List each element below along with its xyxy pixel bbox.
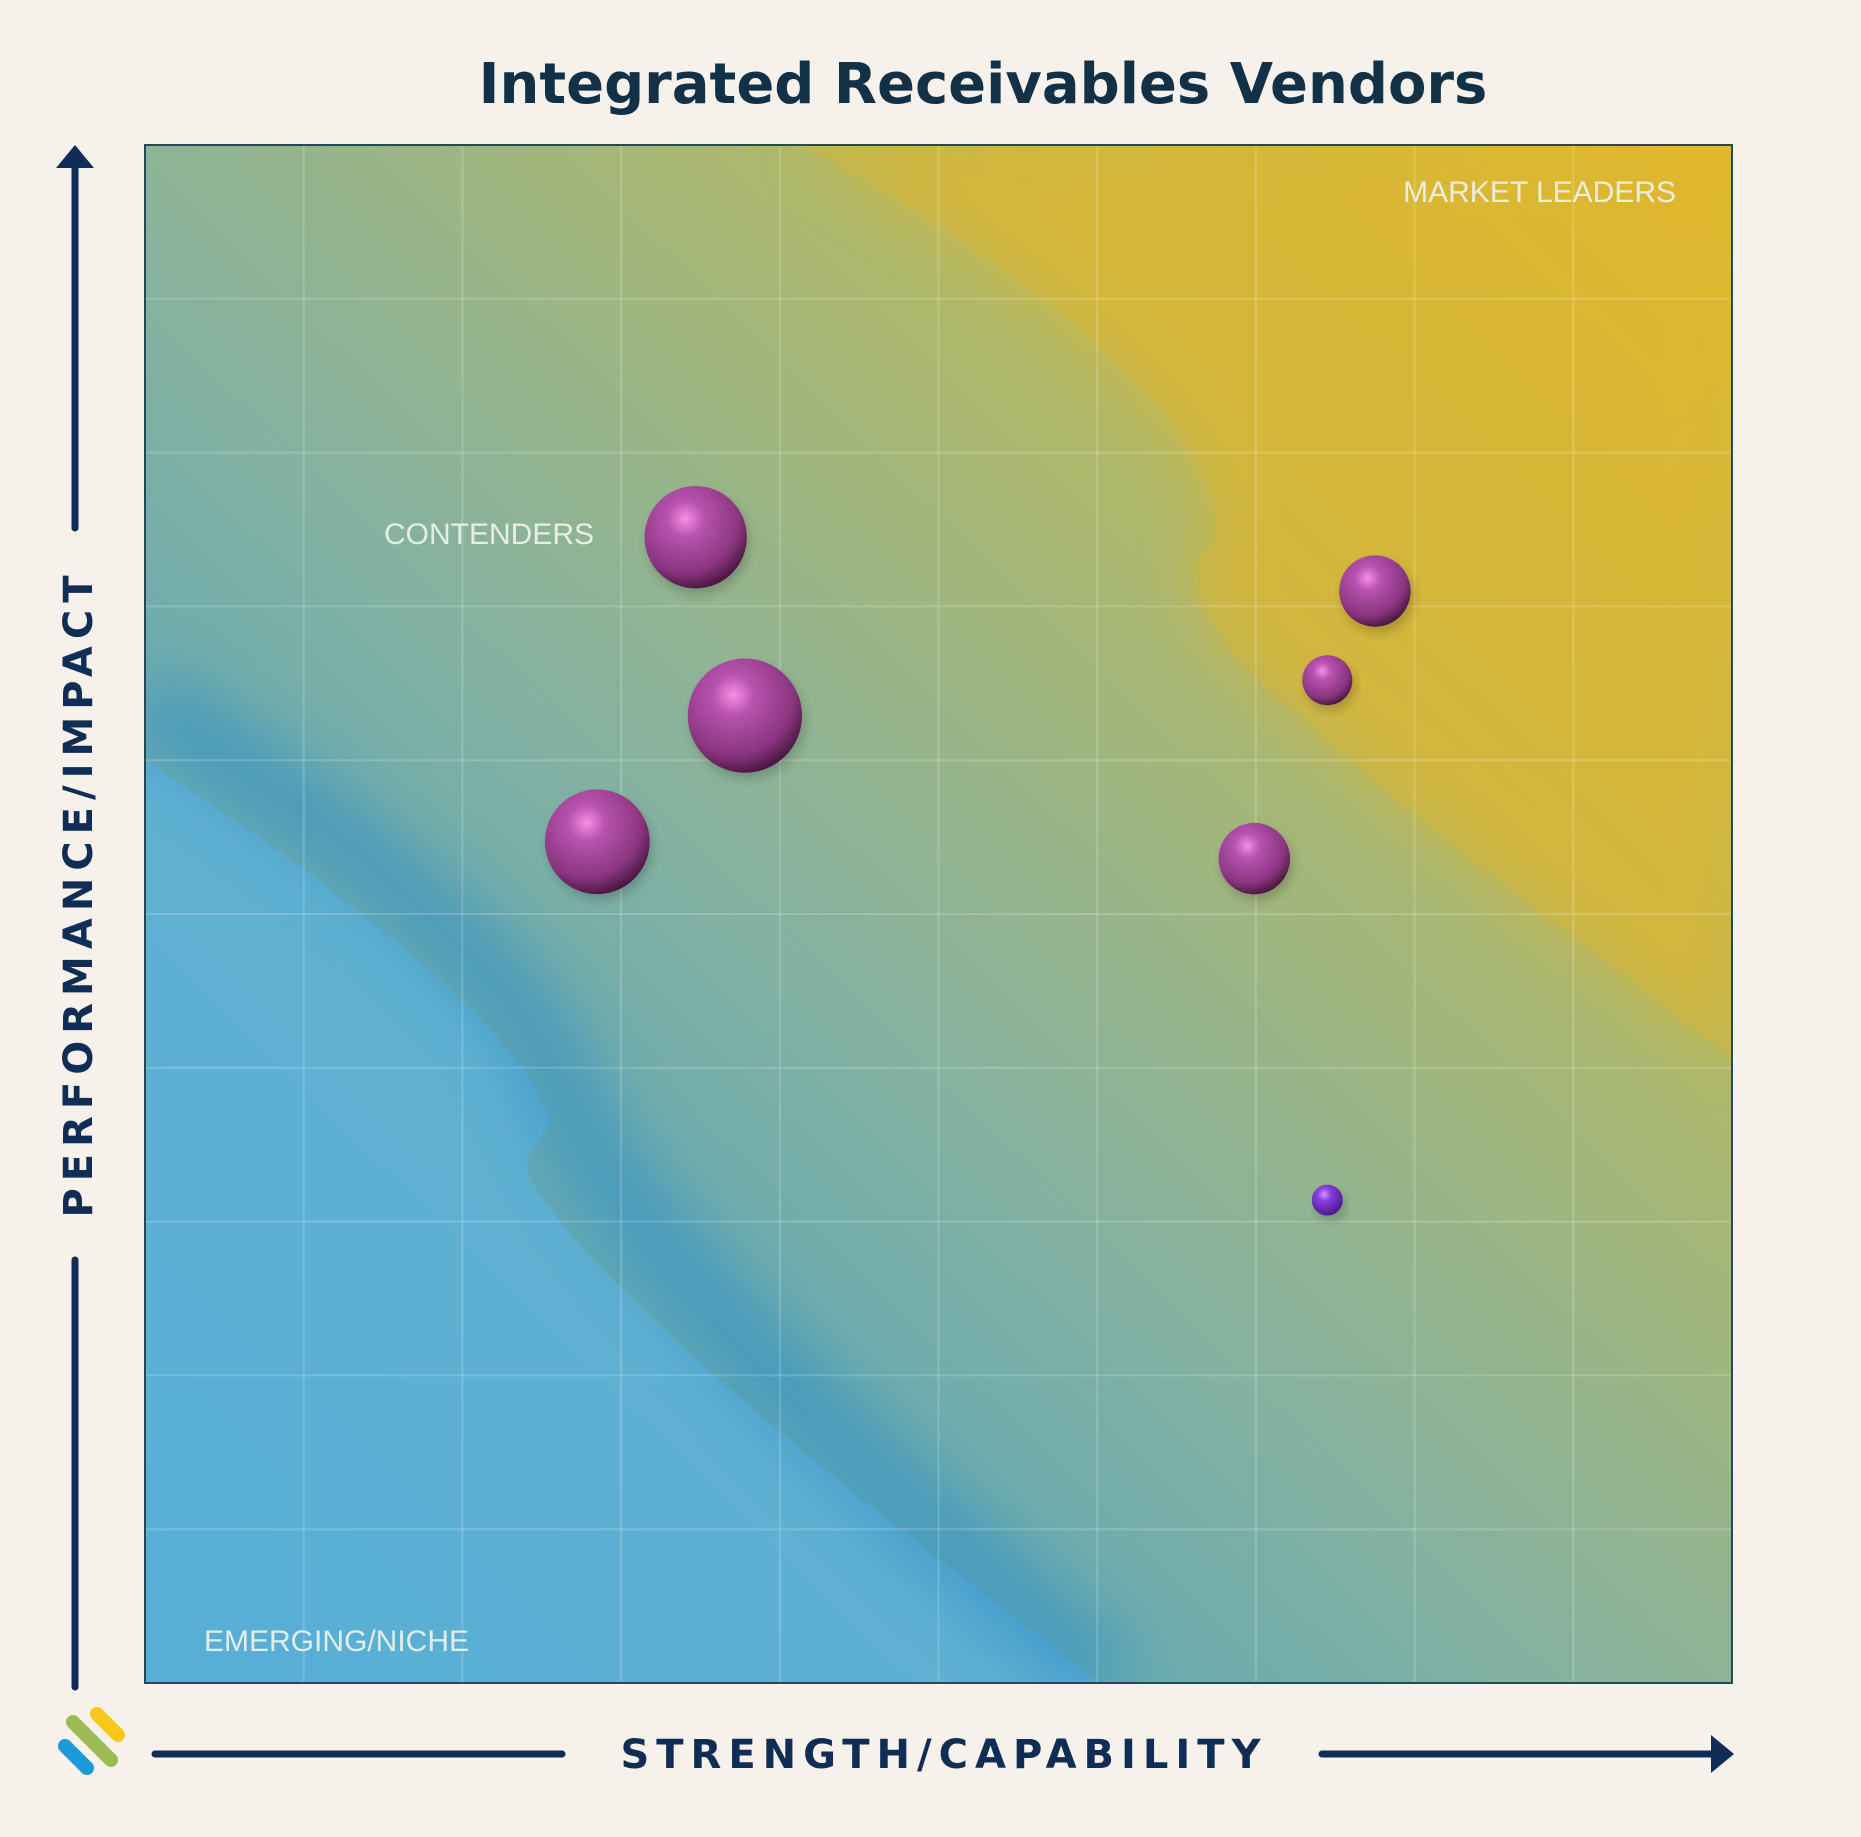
vendor-bubble-6[interactable] [1218, 822, 1291, 895]
vendor-bubble-1[interactable] [644, 486, 747, 589]
grid [145, 145, 1732, 1683]
vendor-bubble-4[interactable] [1339, 555, 1411, 627]
plot-area [145, 145, 1732, 1683]
leaders-band-edge [800, 145, 1732, 1060]
bubbles [544, 486, 1414, 1222]
vendor-bubble-3[interactable] [544, 789, 650, 895]
niche-band-shadow [145, 670, 1133, 1683]
vendor-bubble-7[interactable] [1311, 1184, 1343, 1216]
quadrant-label-contenders: CONTENDERS [384, 518, 594, 551]
x-axis-label: STRENGTH/CAPABILITY [620, 1732, 1267, 1778]
plot-border [144, 144, 1733, 1684]
vendor-bubble-2[interactable] [687, 658, 803, 773]
niche-band [145, 760, 1100, 1683]
chart-title: Integrated Receivables Vendors [479, 52, 1488, 117]
y-axis-arrow [56, 145, 94, 1691]
leaders-band [800, 145, 1732, 1060]
brand-logo [58, 1707, 125, 1775]
x-axis-arrow [151, 1735, 1734, 1773]
y-axis-label: PERFORMANCE/IMPACT [56, 568, 102, 1217]
quadrant-label-market-leaders: MARKET LEADERS [1403, 176, 1676, 209]
quadrant-label-emerging-niche: EMERGING/NICHE [204, 1625, 469, 1658]
vendor-bubble-5[interactable] [1302, 655, 1353, 706]
